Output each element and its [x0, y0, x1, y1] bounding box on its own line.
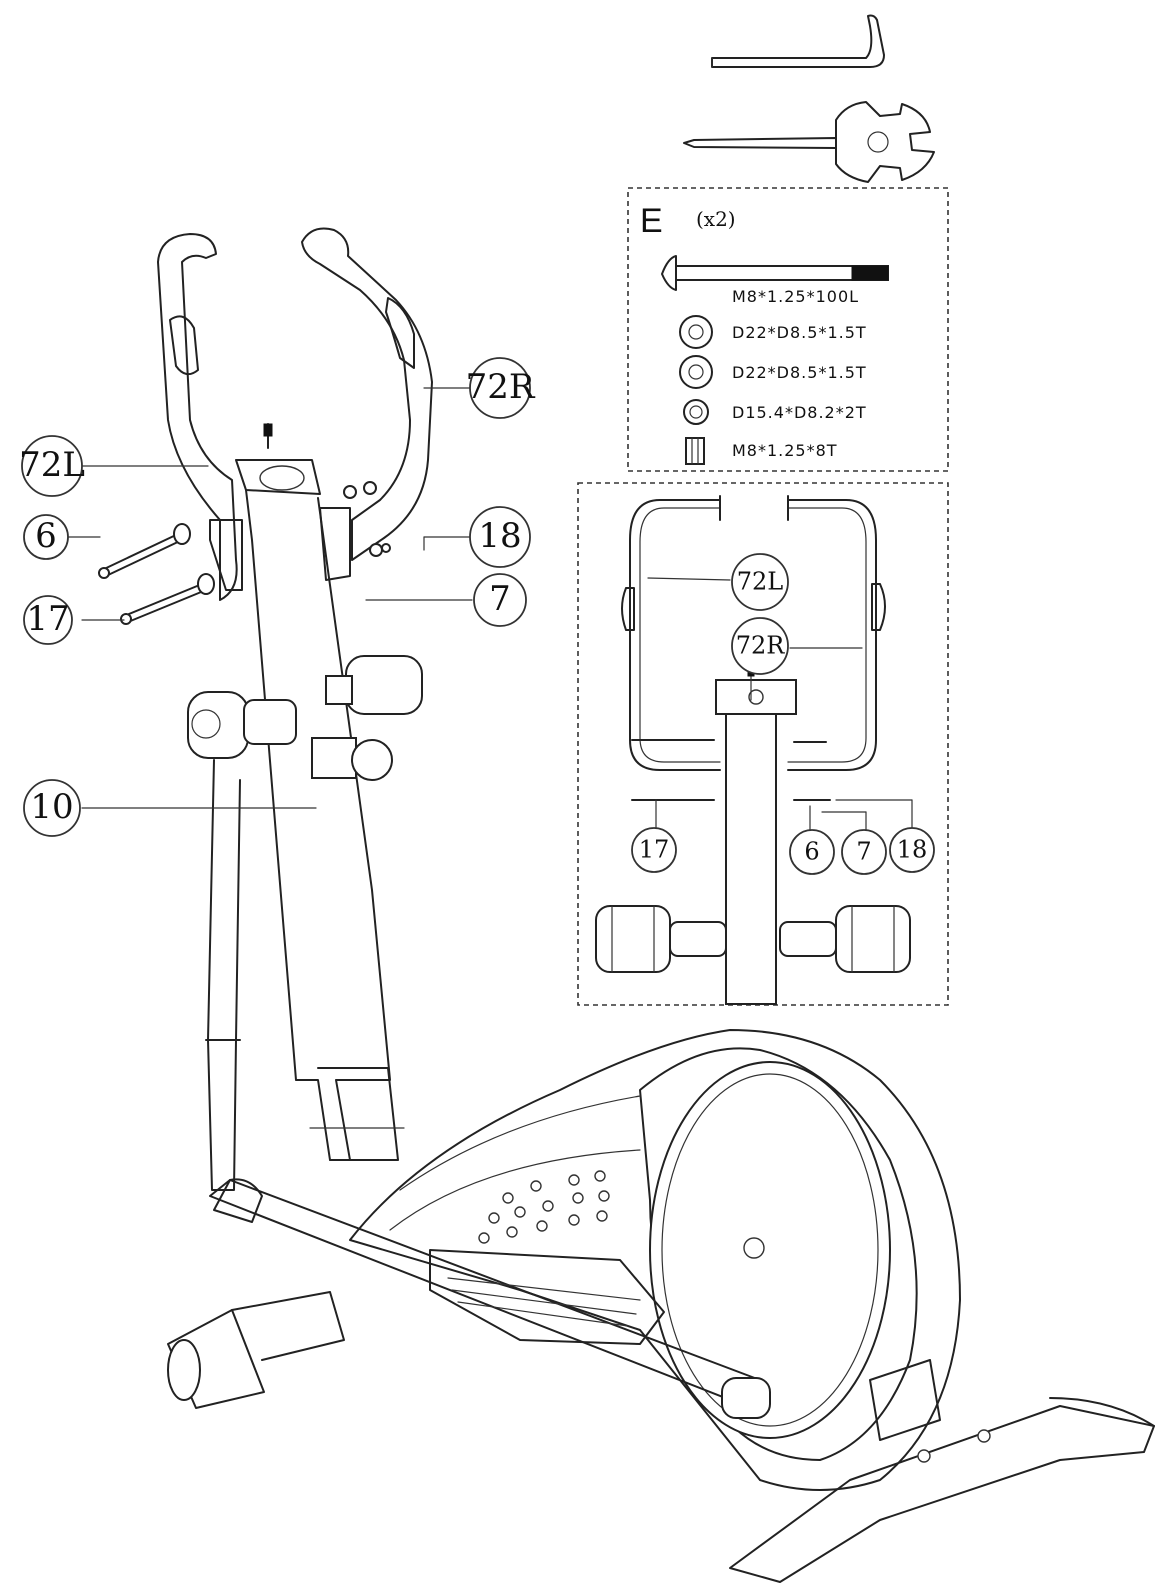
hardware-kit-box: E (x2) M8*1.25*100L D22*D8.5*1.5T D22*D8…	[627, 187, 949, 472]
callout-circle	[789, 829, 835, 875]
bolt-17	[120, 573, 215, 625]
kit-quantity: (x2)	[696, 207, 736, 231]
detail-callout-17: 17	[631, 827, 677, 873]
callout-label: 18	[897, 836, 928, 864]
right-pivot-hub	[311, 655, 423, 781]
detail-callout-7: 7	[841, 829, 887, 875]
callout-label: 17	[639, 836, 670, 864]
part-spec-washer-1: D22*D8.5*1.5T	[732, 323, 867, 342]
elliptical-machine	[98, 227, 1155, 1583]
callout-circle	[889, 827, 935, 873]
callout-circle	[841, 829, 887, 875]
main-callout-72r: 72R	[466, 357, 536, 419]
main-leader-lines	[63, 387, 473, 809]
callout-label: 7	[489, 579, 511, 619]
main-callout-17: 17	[23, 595, 73, 645]
detail-callout-6: 6	[789, 829, 835, 875]
allen-key-tool	[711, 14, 885, 68]
callout-circle	[731, 553, 789, 611]
callout-circle	[469, 506, 531, 568]
detail-inset-box	[577, 482, 949, 1006]
callout-circle	[23, 514, 69, 560]
part-spec-washer-2: D22*D8.5*1.5T	[732, 363, 867, 382]
right-pivot	[779, 905, 911, 973]
bolt-icon	[661, 255, 889, 291]
callout-label: 10	[30, 787, 73, 827]
main-callout-6: 6	[23, 514, 69, 560]
detail-callouts: 72L 72R 17 6 7 18	[631, 553, 935, 875]
main-callouts: 72R 72L 6 18 17 7 10	[19, 357, 536, 837]
callout-label: 18	[478, 516, 521, 556]
callout-label: 6	[35, 516, 57, 556]
bolt-6	[98, 523, 191, 579]
nut-icon	[685, 437, 705, 465]
detail-callout-72l: 72L	[731, 553, 789, 611]
left-pivot-hub	[187, 691, 297, 759]
detail-callout-18: 18	[889, 827, 935, 873]
main-callout-72l: 72L	[19, 435, 85, 497]
callout-label: 72L	[737, 568, 784, 596]
callout-label: 17	[26, 599, 69, 639]
callout-circle	[631, 827, 677, 873]
callout-label: 72L	[19, 445, 85, 485]
washer-icon	[679, 355, 713, 389]
callout-circle	[473, 573, 527, 627]
callout-circle	[469, 357, 531, 419]
part-spec-spring-washer: D15.4*D8.2*2T	[732, 403, 867, 422]
callout-label: 72R	[736, 632, 786, 660]
callout-circle	[731, 617, 789, 675]
washers-18-7	[343, 481, 391, 557]
kit-letter: E	[640, 202, 663, 240]
wrench-tool	[683, 101, 935, 183]
main-callout-10: 10	[23, 779, 81, 837]
callout-circle	[23, 779, 81, 837]
callout-label: 6	[804, 838, 819, 866]
detail-callout-72r: 72R	[731, 617, 789, 675]
callout-label: 72R	[466, 367, 536, 407]
washer-icon	[679, 315, 713, 349]
spring-washer-icon	[683, 399, 709, 425]
part-spec-bolt: M8*1.25*100L	[732, 287, 859, 306]
main-callout-7: 7	[473, 573, 527, 627]
part-spec-nut: M8*1.25*8T	[732, 441, 838, 460]
vent-holes	[478, 1170, 610, 1244]
callout-circle	[21, 435, 83, 497]
callout-label: 7	[856, 838, 871, 866]
left-pivot	[595, 905, 727, 973]
callout-circle	[23, 595, 73, 645]
main-callout-18: 18	[469, 506, 531, 568]
